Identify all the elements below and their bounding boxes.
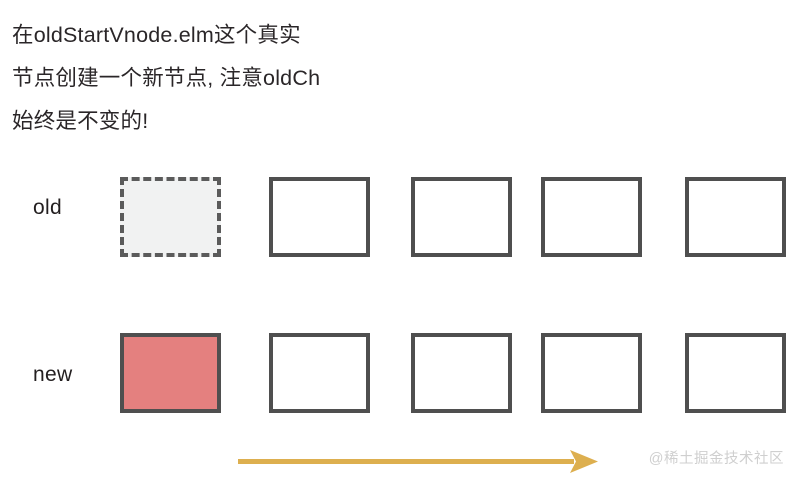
old-node-4 [685,177,786,257]
row-label-new: new [33,363,73,386]
caption-line-3: 始终是不变的! [12,109,149,133]
caption-line-2: 节点创建一个新节点, 注意oldCh [12,66,321,90]
new-node-2 [411,333,512,413]
new-node-1 [269,333,370,413]
old-node-3 [541,177,642,257]
new-node-4 [685,333,786,413]
new-node-3 [541,333,642,413]
watermark-text: @稀土掘金技术社区 [648,451,784,467]
caption-block: 在oldStartVnode.elm这个真实 节点创建一个新节点, 注意oldC… [12,14,482,143]
direction-arrow [236,444,604,480]
new-node-0 [120,333,221,413]
old-node-2 [411,177,512,257]
old-node-1 [269,177,370,257]
row-label-old: old [33,196,62,219]
old-node-0 [120,177,221,257]
caption-line-1: 在oldStartVnode.elm这个真实 [12,23,301,47]
